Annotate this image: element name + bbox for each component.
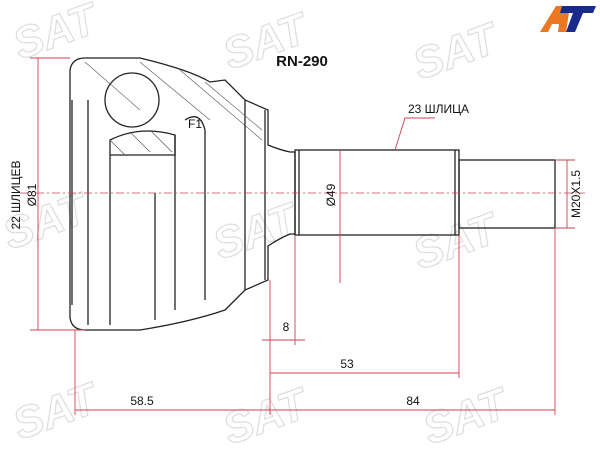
dimension-lines <box>20 57 585 415</box>
dimension-8: 8 <box>283 320 290 334</box>
dimension-53: 53 <box>340 357 354 371</box>
dimension-84: 84 <box>406 394 420 408</box>
brand-logo <box>540 6 596 32</box>
part-outline <box>69 57 556 331</box>
dimension-58-5: 58.5 <box>130 394 154 408</box>
part-number-title: RN-290 <box>276 53 328 70</box>
thread-label: M20X1.5 <box>569 170 583 218</box>
shaft-diameter-label: Ø49 <box>324 183 338 206</box>
svg-text:SAT: SAT <box>7 0 106 69</box>
f1-label: F1 <box>188 117 202 131</box>
svg-text:SAT: SAT <box>407 13 506 89</box>
svg-text:SAT: SAT <box>217 378 316 450</box>
svg-text:SAT: SAT <box>417 378 516 450</box>
watermark: SAT SAT SAT SAT SAT SAT SAT SAT SAT <box>0 0 517 450</box>
svg-text:SAT: SAT <box>407 203 506 279</box>
svg-text:SAT: SAT <box>207 193 306 269</box>
svg-text:SAT: SAT <box>7 373 106 449</box>
outer-diameter-label: Ø81 <box>25 183 39 206</box>
outer-splines-label: 22 ШЛИЦЕВ <box>9 160 23 229</box>
shaft-splines-label: 23 ШЛИЦА <box>408 102 469 116</box>
